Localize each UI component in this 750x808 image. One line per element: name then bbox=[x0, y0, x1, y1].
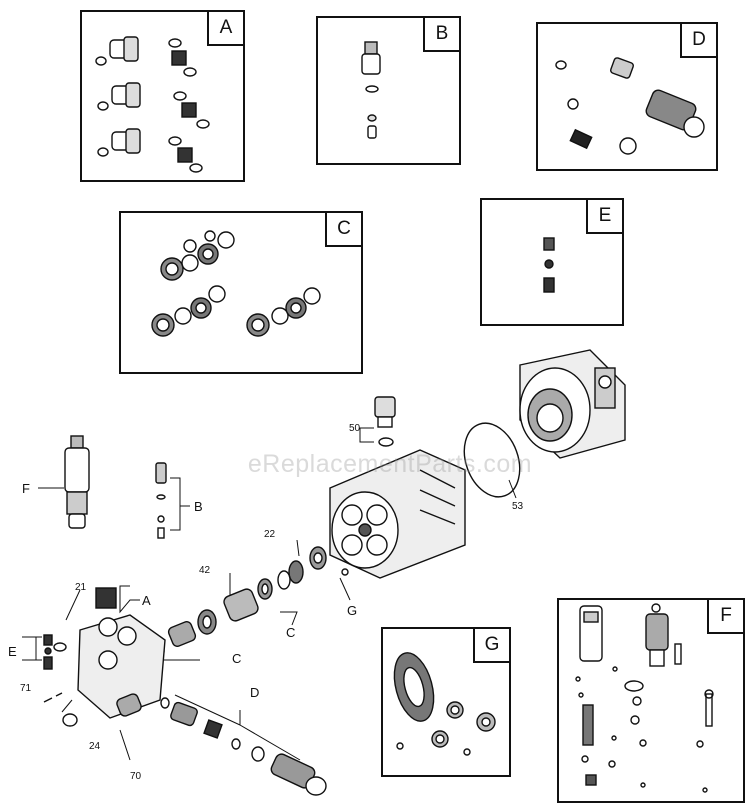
kit-b-label: B bbox=[423, 18, 459, 52]
kit-c-box: C bbox=[119, 211, 363, 374]
kit-a-label: A bbox=[207, 12, 243, 46]
callout-f: F bbox=[22, 481, 30, 496]
callout-c-upper: C bbox=[286, 625, 296, 640]
callout-21: 21 bbox=[75, 582, 87, 593]
pump-manifold-body bbox=[329, 449, 466, 579]
check-valve-part bbox=[95, 36, 139, 66]
kit-g-box: G bbox=[381, 627, 511, 777]
kit-d-box: D bbox=[536, 22, 718, 171]
fitting-b-parts bbox=[155, 462, 167, 539]
kit-d-parts bbox=[555, 57, 705, 155]
kit-f-parts bbox=[575, 603, 714, 793]
o-ring-53 bbox=[463, 422, 521, 498]
kit-f-label: F bbox=[707, 600, 743, 634]
callout-70: 70 bbox=[130, 771, 142, 782]
callout-b: B bbox=[194, 499, 203, 514]
callout-42: 42 bbox=[199, 565, 211, 576]
check-valve-part bbox=[97, 128, 141, 157]
callout-e: E bbox=[8, 644, 17, 659]
kit-b-box: B bbox=[316, 16, 461, 165]
unloader-d-parts bbox=[160, 697, 327, 796]
check-valve-part bbox=[97, 82, 141, 111]
valve-cage-part bbox=[168, 136, 203, 173]
pump-crankcase-housing bbox=[519, 349, 626, 459]
kit-e-label: E bbox=[586, 200, 622, 234]
callout-71: 71 bbox=[20, 683, 32, 694]
fitting-50 bbox=[374, 396, 396, 447]
callout-22: 22 bbox=[264, 529, 276, 540]
kit-b-parts bbox=[361, 41, 381, 139]
kit-e-parts bbox=[543, 237, 555, 293]
callout-50: 50 bbox=[349, 423, 361, 434]
callout-g: G bbox=[347, 603, 358, 618]
valve-manifold bbox=[43, 587, 166, 727]
valve-cage-part bbox=[173, 91, 210, 129]
kit-a-parts bbox=[95, 36, 210, 173]
kit-c-parts bbox=[151, 230, 321, 337]
kit-d-label: D bbox=[680, 24, 716, 58]
valve-cage-part bbox=[168, 38, 197, 77]
kit-g-parts bbox=[393, 652, 496, 756]
leader-lines bbox=[22, 427, 517, 761]
callout-c-lower: C bbox=[232, 651, 242, 666]
callout-24: 24 bbox=[89, 741, 101, 752]
kit-c-label: C bbox=[325, 213, 361, 247]
kit-g-label: G bbox=[473, 629, 509, 663]
callout-a: A bbox=[142, 593, 151, 608]
kit-e-box: E bbox=[480, 198, 624, 326]
callout-53: 53 bbox=[512, 501, 524, 512]
callout-d: D bbox=[250, 685, 260, 700]
piston-seal-row bbox=[153, 546, 349, 658]
unloader-valve-f bbox=[64, 435, 90, 529]
